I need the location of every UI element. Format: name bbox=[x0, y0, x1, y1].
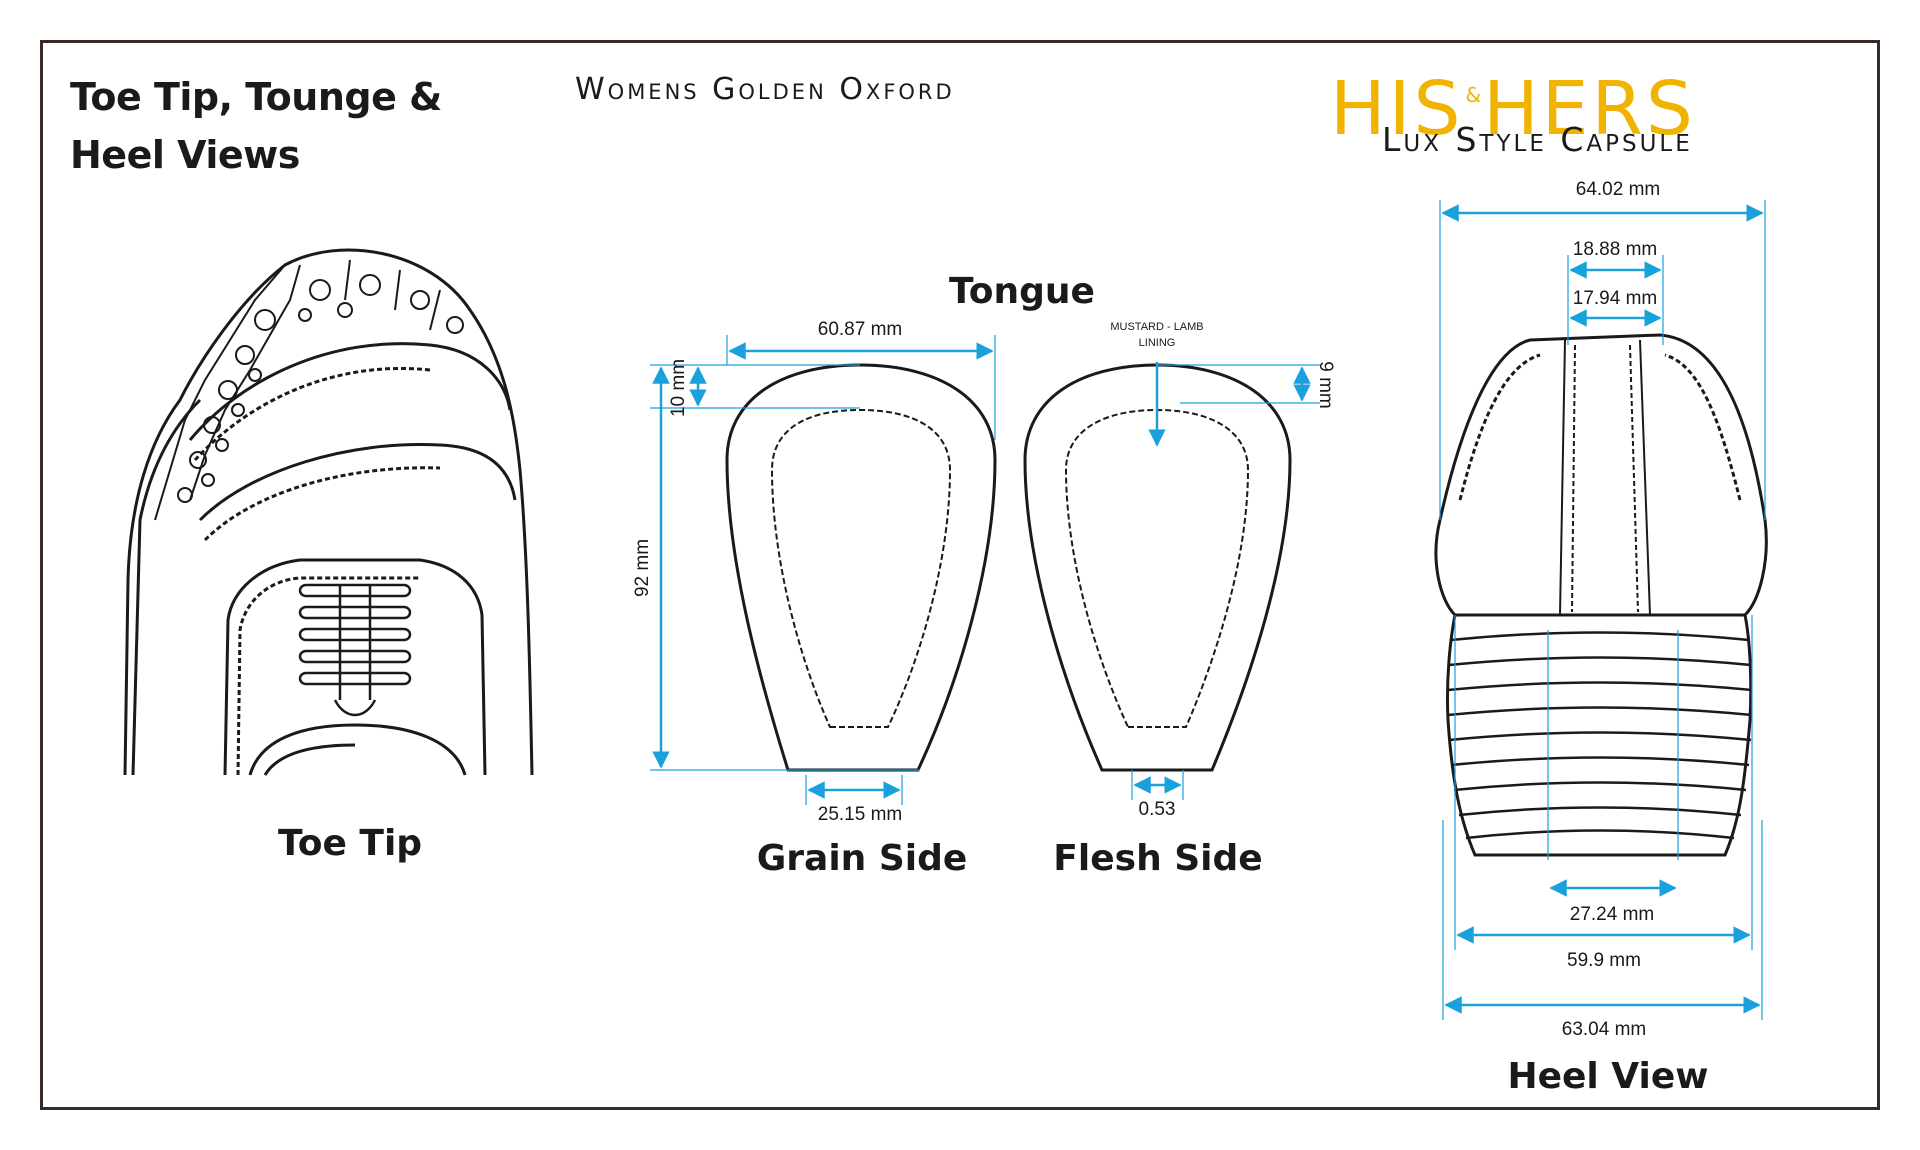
tongue-grain-side-drawing bbox=[725, 363, 997, 772]
tongue-top-dimension: 10 mm bbox=[668, 359, 689, 417]
toe-tip-label: Toe Tip bbox=[278, 823, 422, 864]
toe-tip-drawing bbox=[123, 248, 534, 776]
heel-top-width-dimension: 64.02 mm bbox=[1576, 179, 1660, 200]
lining-note-line-2: LINING bbox=[1139, 337, 1176, 349]
flesh-top-dimension: 9 mm bbox=[1315, 361, 1336, 409]
sheet-title-line-2: Heel Views bbox=[70, 133, 300, 177]
heel-seam-inner-dimension: 17.94 mm bbox=[1573, 288, 1657, 309]
sheet-frame bbox=[40, 40, 1880, 1110]
heel-base-inner-dimension: 27.24 mm bbox=[1570, 904, 1654, 925]
brand-logo: HIS&HERS bbox=[1330, 58, 1696, 146]
brand-amp: & bbox=[1465, 83, 1482, 107]
tongue-bottom-dimension: 25.15 mm bbox=[818, 804, 902, 825]
heel-stack-lines bbox=[1447, 631, 1753, 840]
tongue-width-dimension: 60.87 mm bbox=[818, 319, 902, 340]
tongue-label: Tongue bbox=[949, 271, 1095, 312]
toe-tip-laces bbox=[298, 583, 412, 717]
grain-side-label: Grain Side bbox=[757, 838, 968, 879]
toe-tip-croc-texture bbox=[154, 259, 464, 521]
sheet-title: Toe Tip, Tounge & Heel Views bbox=[70, 68, 442, 184]
heel-view-drawing bbox=[1434, 333, 1768, 860]
heel-dimensions bbox=[1439, 200, 1766, 1020]
tongue-height-dimension: 92 mm bbox=[632, 539, 653, 597]
brand-his: HIS bbox=[1330, 66, 1464, 152]
tongue-dimensions bbox=[650, 335, 1320, 805]
flesh-side-label: Flesh Side bbox=[1053, 838, 1262, 879]
product-title: Womens Golden Oxford bbox=[575, 72, 955, 107]
heel-view-label: Heel View bbox=[1507, 1056, 1708, 1097]
flesh-bottom-dimension: 0.53 bbox=[1139, 799, 1176, 820]
lining-note-line-1: MUSTARD - LAMB bbox=[1110, 321, 1203, 333]
heel-base-width-dimension: 63.04 mm bbox=[1562, 1019, 1646, 1040]
sheet-title-line-1: Toe Tip, Tounge & bbox=[70, 75, 442, 119]
brand-tagline: Lux Style Capsule bbox=[1382, 120, 1693, 159]
heel-seam-outer-dimension: 18.88 mm bbox=[1573, 239, 1657, 260]
brand-hers: HERS bbox=[1483, 66, 1696, 152]
heel-base-mid-dimension: 59.9 mm bbox=[1567, 950, 1641, 971]
